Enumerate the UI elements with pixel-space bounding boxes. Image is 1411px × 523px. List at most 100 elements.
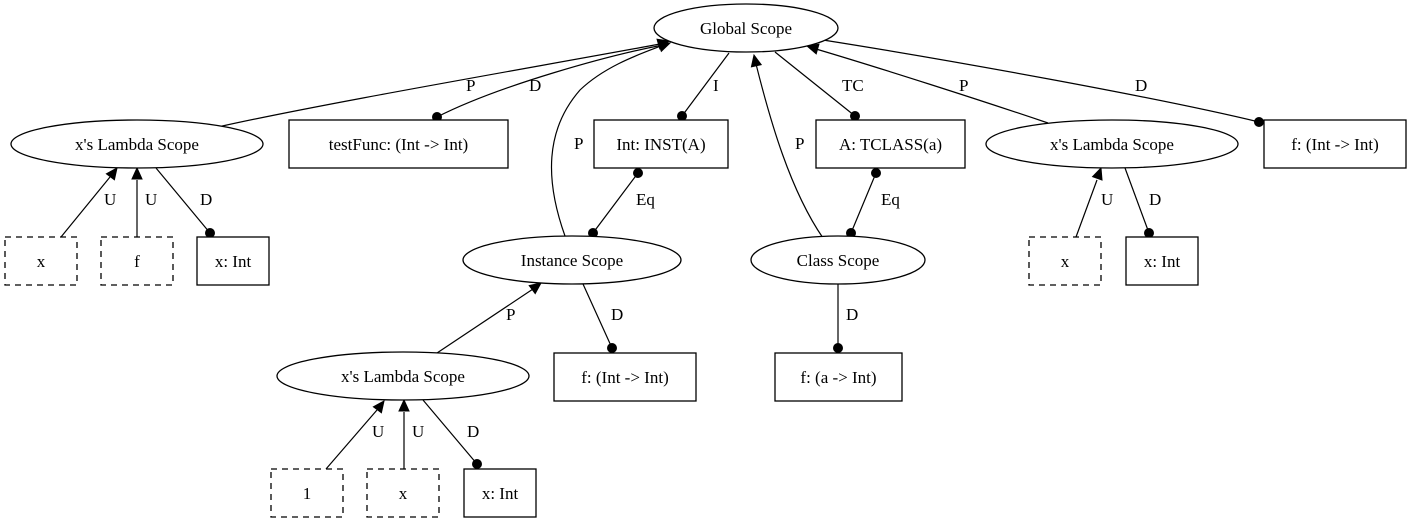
node-label: f: (Int -> Int) bbox=[1291, 135, 1378, 154]
edge-label: I bbox=[713, 76, 719, 95]
node-x-decl-left: x: Int bbox=[196, 236, 270, 286]
edge-lambda_scope_right-to-x_decl_right: D bbox=[1124, 167, 1161, 238]
edge-line bbox=[436, 44, 664, 118]
edge-lambda_scope_inner-to-instance_scope: P bbox=[436, 282, 542, 354]
reference-box bbox=[1028, 236, 1102, 286]
scope-ellipse bbox=[276, 351, 530, 401]
node-f-ref-left: f bbox=[100, 236, 174, 286]
node-instance-scope: Instance Scope bbox=[462, 235, 682, 285]
edge-label: P bbox=[466, 76, 475, 95]
edge-instance_scope-to-f_decl_instance: D bbox=[582, 283, 623, 353]
edge-global_scope-to-f_decl_global: D bbox=[822, 39, 1264, 127]
arrowhead-icon bbox=[105, 167, 118, 181]
edge-global_scope-to-inst_decl: I bbox=[677, 52, 730, 121]
node-f-decl-global: f: (Int -> Int) bbox=[1263, 119, 1407, 169]
node-lambda-scope-inner: x's Lambda Scope bbox=[276, 351, 530, 401]
edge-x_ref_right-to-lambda_scope_right: U bbox=[1075, 166, 1113, 238]
dot-head-icon bbox=[205, 228, 215, 238]
node-label: Global Scope bbox=[700, 19, 792, 38]
edge-instance_scope-to-global_scope: P bbox=[550, 41, 672, 237]
dot-head-icon bbox=[833, 343, 843, 353]
node-label: x bbox=[399, 484, 408, 503]
edge-label: D bbox=[529, 76, 541, 95]
reference-box bbox=[270, 468, 344, 518]
edge-label: D bbox=[1135, 76, 1147, 95]
dot-tail-icon bbox=[871, 168, 881, 178]
node-label: Class Scope bbox=[797, 251, 880, 270]
edge-global_scope-to-tclass_decl: TC bbox=[774, 51, 864, 121]
arrowhead-icon bbox=[750, 53, 763, 68]
scope-ellipse bbox=[653, 3, 839, 53]
node-one-ref: 1 bbox=[270, 468, 344, 518]
node-label: x bbox=[37, 252, 46, 271]
edge-line bbox=[1124, 167, 1150, 234]
edge-label: D bbox=[467, 422, 479, 441]
edge-label: Eq bbox=[881, 190, 900, 209]
edge-line bbox=[1075, 179, 1098, 238]
edge-one_ref-to-lambda_scope_inner: U bbox=[325, 400, 385, 470]
edge-line bbox=[550, 45, 662, 237]
scope-ellipse bbox=[462, 235, 682, 285]
node-x-decl-right: x: Int bbox=[1125, 236, 1199, 286]
node-label: testFunc: (Int -> Int) bbox=[329, 135, 468, 154]
dot-tail-icon bbox=[633, 168, 643, 178]
node-label: x: Int bbox=[1144, 252, 1181, 271]
node-label: Instance Scope bbox=[521, 251, 623, 270]
node-label: Int: INST(A) bbox=[616, 135, 705, 154]
edge-class_scope-to-f_decl_class: D bbox=[833, 284, 858, 353]
edge-lambda_scope_inner-to-x_decl_inner: D bbox=[422, 399, 482, 469]
arrowhead-icon bbox=[131, 166, 143, 180]
edge-label: P bbox=[574, 134, 583, 153]
edge-label: D bbox=[1149, 190, 1161, 209]
edge-label: P bbox=[506, 305, 515, 324]
node-global-scope: Global Scope bbox=[653, 3, 839, 53]
node-label: x's Lambda Scope bbox=[1050, 135, 1174, 154]
arrowhead-icon bbox=[398, 398, 410, 412]
scope-ellipse bbox=[985, 119, 1239, 169]
dot-head-icon bbox=[1254, 117, 1264, 127]
edge-label: P bbox=[959, 76, 968, 95]
declaration-box bbox=[1263, 119, 1407, 169]
node-label: x: Int bbox=[482, 484, 519, 503]
edge-line bbox=[217, 43, 661, 128]
edge-x_ref_inner-to-lambda_scope_inner: U bbox=[398, 398, 424, 469]
reference-box bbox=[366, 468, 440, 518]
arrowhead-icon bbox=[1091, 166, 1103, 181]
node-x-ref-left: x bbox=[4, 236, 78, 286]
edge-line bbox=[325, 409, 378, 470]
reference-box bbox=[100, 236, 174, 286]
scope-ellipse bbox=[750, 235, 926, 285]
node-label: f: (a -> Int) bbox=[800, 368, 876, 387]
edge-line bbox=[582, 283, 613, 349]
edge-label: D bbox=[200, 190, 212, 209]
edge-label: U bbox=[412, 422, 424, 441]
node-label: x: Int bbox=[215, 252, 252, 271]
edge-line bbox=[815, 48, 1049, 124]
node-label: x's Lambda Scope bbox=[341, 367, 465, 386]
edge-label: Eq bbox=[636, 190, 655, 209]
node-label: x's Lambda Scope bbox=[75, 135, 199, 154]
edge-x_ref_left-to-lambda_scope_left: U bbox=[60, 167, 118, 238]
edge-label: TC bbox=[842, 76, 864, 95]
dot-head-icon bbox=[472, 459, 482, 469]
edge-f_ref_left-to-lambda_scope_left: U bbox=[131, 166, 157, 237]
node-label: 1 bbox=[303, 484, 312, 503]
edge-line bbox=[822, 39, 1260, 123]
edge-label: U bbox=[1101, 190, 1113, 209]
declaration-box bbox=[593, 119, 729, 169]
node-label: x bbox=[1061, 252, 1070, 271]
edge-line bbox=[681, 52, 730, 117]
declaration-box bbox=[288, 119, 509, 169]
declaration-box bbox=[196, 236, 270, 286]
edge-class_scope-to-global_scope: P bbox=[750, 53, 824, 239]
node-lambda-scope-left: x's Lambda Scope bbox=[10, 119, 264, 169]
edge-line bbox=[155, 167, 211, 234]
arrowhead-icon bbox=[528, 282, 542, 295]
edge-line bbox=[436, 288, 534, 354]
dot-head-icon bbox=[588, 228, 598, 238]
edge-label: P bbox=[795, 134, 804, 153]
edge-line bbox=[850, 172, 877, 234]
dot-head-icon bbox=[846, 228, 856, 238]
node-lambda-scope-right: x's Lambda Scope bbox=[985, 119, 1239, 169]
